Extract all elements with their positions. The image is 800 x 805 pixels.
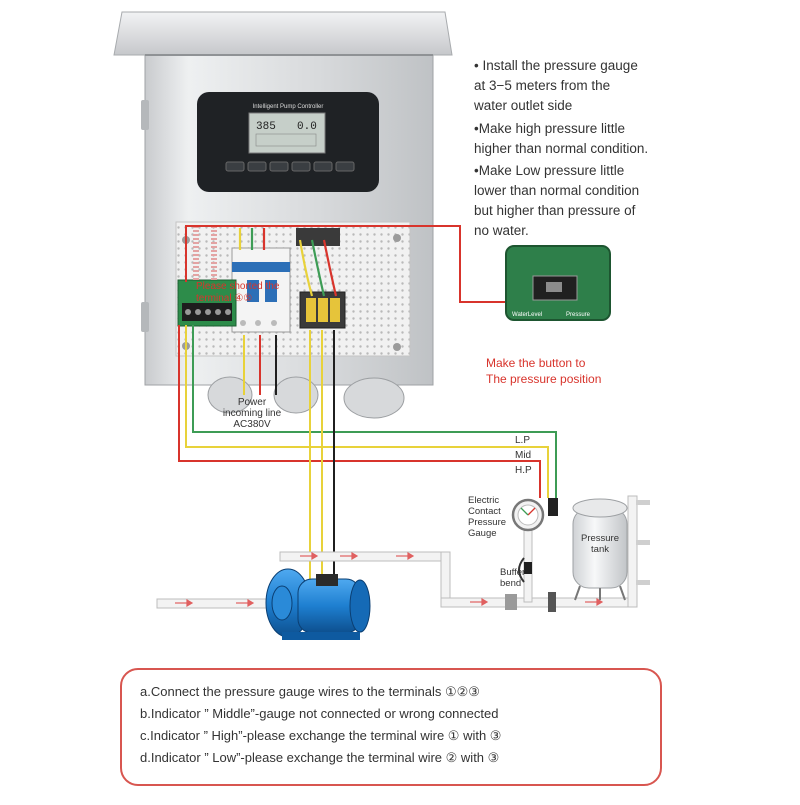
- piping: [156, 495, 650, 612]
- contactor: [296, 228, 346, 329]
- circuit-breaker: [231, 247, 291, 333]
- buffer-caption-line2: bend: [500, 578, 521, 589]
- cable-glands: [207, 376, 405, 419]
- power-caption-line1: Power: [238, 397, 267, 408]
- wire-label-mid: Mid: [515, 450, 531, 461]
- cabinet-roof: [113, 11, 453, 56]
- selector-inset: WaterLevel Pressure: [505, 245, 611, 321]
- instruction-a: a.Connect the pressure gauge wires to th…: [140, 684, 480, 699]
- electric-contact-pressure-gauge: [511, 498, 558, 532]
- note-line-3: water outlet side: [474, 98, 573, 113]
- gauge-caption-line2: Contact: [468, 506, 501, 517]
- power-caption-line2: incoming line: [223, 408, 282, 419]
- motor-cables: [243, 330, 335, 580]
- note-line-9: no water.: [474, 223, 529, 238]
- note-line-7: lower than normal condition: [474, 183, 640, 198]
- note-line-4: •Make high pressure little: [474, 121, 626, 136]
- tank-caption-line2: tank: [591, 544, 609, 555]
- pump-controller: Intelligent Pump Controller 385 0.0: [197, 92, 379, 192]
- note-line-2: at 3−5 meters from the: [474, 78, 611, 93]
- note-line-1: • Install the pressure gauge: [474, 58, 638, 73]
- gauge-wires: [178, 325, 557, 498]
- note-line-6: •Make Low pressure little: [474, 163, 625, 178]
- gauge-caption-line1: Electric: [468, 495, 499, 506]
- buffer-caption-line1: Buffer: [500, 567, 525, 578]
- instruction-box: a.Connect the pressure gauge wires to th…: [120, 668, 662, 786]
- hinge-top: [141, 100, 149, 130]
- hinge-bottom: [141, 302, 149, 332]
- gauge-caption-line4: Gauge: [468, 528, 497, 539]
- lcd-screen: [248, 112, 326, 154]
- note-line-8: but higher than pressure of: [474, 203, 636, 218]
- short-caption-line2: terminal ④⑤: [196, 293, 252, 304]
- controller-title: Intelligent Pump Controller: [253, 104, 324, 110]
- terminal-strip: [177, 279, 237, 327]
- pressure-tank: [572, 498, 628, 601]
- internal-wiring: [193, 226, 338, 297]
- instruction-c: c.Indicator ” High”-please exchange the …: [140, 728, 502, 743]
- note-line-5: higher than normal condition.: [474, 141, 649, 156]
- gauge-caption-line3: Pressure: [468, 517, 506, 528]
- lcd-left-value: 385: [256, 121, 276, 133]
- power-caption-line3: AC380V: [233, 419, 271, 430]
- wire-label-hp: H.P: [515, 465, 532, 476]
- pressure-switch-wire: [185, 225, 508, 303]
- tank-caption-line1: Pressure: [581, 533, 619, 544]
- button-caption-line2: The pressure position: [486, 372, 601, 386]
- instruction-b: b.Indicator ” Middle”-gauge not connecte…: [140, 706, 499, 721]
- inset-left-label: WaterLevel: [512, 312, 542, 318]
- instruction-d: d.Indicator ” Low”-please exchange the t…: [140, 750, 500, 765]
- water-pump: [265, 568, 371, 640]
- short-caption-line1: Please shorted the: [196, 281, 280, 292]
- button-caption-line1: Make the button to: [486, 356, 586, 370]
- wire-label-lp: L.P: [515, 435, 530, 446]
- lcd-right-value: 0.0: [297, 121, 317, 133]
- inset-right-label: Pressure: [566, 312, 591, 318]
- controller-keys: [225, 161, 355, 172]
